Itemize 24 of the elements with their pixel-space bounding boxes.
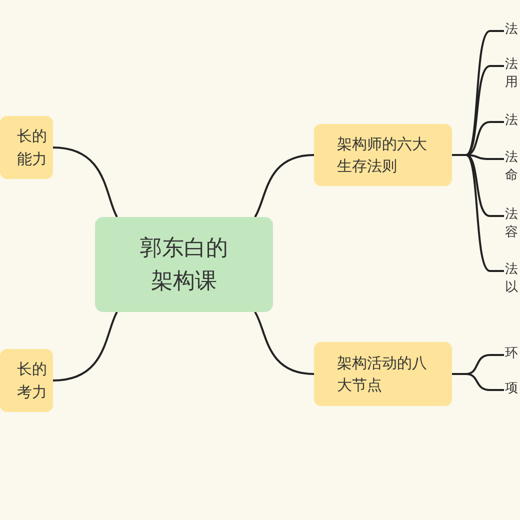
topic-text: 长的能力 — [17, 126, 48, 170]
leaf-text: 法容 — [505, 206, 518, 242]
leaf-text: 项 — [505, 380, 518, 398]
branch-line — [52, 312, 118, 382]
branch-line — [254, 154, 314, 218]
branch-line — [52, 146, 118, 218]
branch-line — [452, 373, 504, 391]
topic-text: 郭东白的架构课 — [139, 234, 229, 296]
topic-text: 架构活动的八大节点 — [337, 352, 428, 396]
branch-line — [254, 312, 314, 375]
leaf-text: 法 — [505, 112, 518, 130]
topic-box — [0, 116, 53, 179]
topic-text: 架构师的六大生存法则 — [337, 134, 428, 177]
leaf-text: 法以 — [505, 261, 518, 298]
topic-box — [314, 342, 452, 406]
branch-line — [452, 154, 504, 272]
topic-text: 长的考力 — [17, 359, 48, 402]
leaf-text: 法用 — [505, 56, 518, 92]
leaf-text: 法命 — [505, 149, 518, 186]
central-topic-box — [95, 217, 273, 312]
leaf-text: 环 — [505, 345, 518, 363]
topic-box — [314, 124, 452, 186]
leaf-text: 法 — [505, 21, 518, 39]
topic-box — [0, 349, 53, 412]
